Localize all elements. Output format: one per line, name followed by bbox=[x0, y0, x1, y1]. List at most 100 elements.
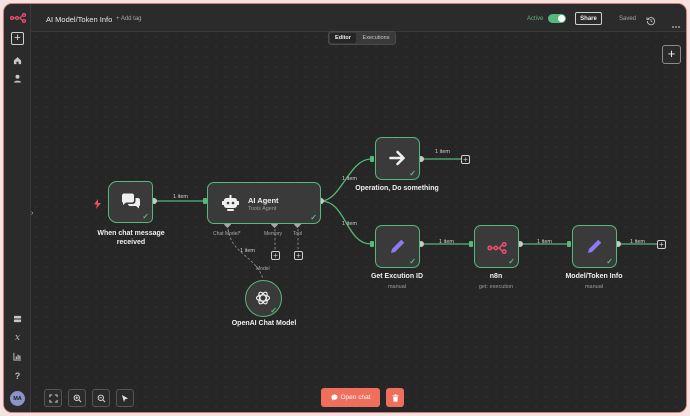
node-model-token-subtitle: manual bbox=[584, 284, 604, 290]
help-icon[interactable]: ? bbox=[14, 370, 21, 381]
active-label: Active bbox=[527, 16, 544, 22]
port-label-tool: Tool bbox=[293, 231, 303, 237]
workflow-canvas[interactable]: Editor Executions + bbox=[31, 31, 686, 412]
success-check-icon: ✓ bbox=[409, 169, 416, 178]
n8n-input-handle bbox=[469, 241, 473, 247]
node-chat-trigger-label-line2: received bbox=[116, 238, 146, 246]
success-check-icon: ✓ bbox=[142, 212, 149, 221]
node-chat-trigger[interactable]: ✓ bbox=[108, 181, 153, 223]
node-openai[interactable]: ✓ bbox=[245, 280, 282, 317]
memory-add-button[interactable]: + bbox=[271, 251, 280, 260]
node-n8n-subtitle: get: execution bbox=[478, 284, 514, 290]
expand-sidebar-icon[interactable]: › bbox=[31, 210, 34, 217]
tab-executions[interactable]: Executions bbox=[362, 35, 390, 41]
conn-label-operation-out: 1 item bbox=[435, 149, 450, 155]
conn-label-model-out: 1 item bbox=[630, 239, 645, 245]
tool-add-button[interactable]: + bbox=[294, 251, 303, 260]
saved-status: Saved bbox=[619, 16, 637, 22]
connection-openai-agent bbox=[227, 228, 264, 280]
success-check-icon: ✓ bbox=[606, 257, 613, 266]
node-model-token-label: Model/Token Info bbox=[565, 273, 623, 280]
node-operation-label: Operation, Do something bbox=[355, 185, 439, 192]
node-ai-agent-subtitle: Tools Agent bbox=[248, 206, 277, 212]
node-get-execution-label: Get Excution ID bbox=[370, 273, 424, 280]
conn-label-n8n-model: 1 item bbox=[537, 239, 552, 245]
view-tabs: Editor Executions bbox=[328, 31, 396, 45]
node-get-execution-subtitle: manual bbox=[387, 284, 407, 290]
node-n8n[interactable]: ✓ bbox=[474, 225, 519, 268]
connection-agent-operation bbox=[320, 158, 372, 202]
delete-button[interactable] bbox=[386, 388, 404, 407]
chat-icon bbox=[330, 394, 338, 401]
plus-icon: + bbox=[11, 32, 24, 45]
insights-icon[interactable] bbox=[9, 348, 26, 365]
node-get-execution[interactable]: ✓ bbox=[375, 225, 420, 268]
model-input-handle bbox=[567, 241, 571, 247]
model-add-next-button[interactable]: + bbox=[657, 240, 666, 249]
zoom-in-icon bbox=[73, 394, 81, 402]
conn-label-agent-operation: 1 item bbox=[342, 176, 357, 182]
open-chat-button[interactable]: Open chat bbox=[321, 388, 380, 407]
top-bar: AI Model/Token Info + Add tag Active Sha… bbox=[31, 4, 686, 32]
connection-agent-getexec bbox=[320, 200, 372, 245]
n8n-logo-icon[interactable] bbox=[9, 9, 26, 26]
fit-view-icon bbox=[48, 393, 58, 403]
port-label-memory: Memory bbox=[264, 231, 283, 237]
workflow-title[interactable]: AI Model/Token Info bbox=[46, 15, 113, 24]
node-chat-trigger-label-line1: When chat message bbox=[97, 230, 165, 237]
operation-add-next-button[interactable]: + bbox=[461, 155, 470, 164]
getexec-input-handle bbox=[370, 241, 374, 247]
agent-input-handle bbox=[203, 198, 207, 204]
add-node-button[interactable]: + bbox=[662, 45, 681, 64]
home-icon[interactable] bbox=[9, 52, 26, 69]
zoom-out-icon bbox=[97, 394, 105, 402]
open-chat-label: Open chat bbox=[340, 394, 371, 401]
node-chat-trigger-label: When chat message received bbox=[97, 230, 164, 247]
app-window: + x ? MA AI Model/Token Info + Add tag A… bbox=[3, 3, 687, 413]
success-check-icon: ✓ bbox=[409, 257, 416, 266]
conn-label-getexec-n8n: 1 item bbox=[439, 239, 454, 245]
conn-label-trigger-agent: 1 item bbox=[173, 194, 188, 200]
port-label-chat-model: Chat Model* bbox=[213, 231, 241, 237]
trigger-bolt-icon bbox=[94, 196, 101, 209]
trash-icon bbox=[391, 393, 399, 402]
node-openai-label: OpenAI Chat Model bbox=[231, 320, 297, 327]
pencil-icon bbox=[586, 237, 604, 260]
fit-view-button[interactable] bbox=[44, 389, 62, 407]
zoom-in-button[interactable] bbox=[68, 389, 86, 407]
toggle-knob bbox=[558, 15, 565, 22]
zoom-out-button[interactable] bbox=[92, 389, 110, 407]
node-ai-agent-title: AI Agent bbox=[248, 196, 279, 205]
robot-icon bbox=[222, 195, 239, 216]
node-ai-agent[interactable]: AI Agent Tools Agent ✓ bbox=[207, 182, 321, 224]
arrow-right-icon bbox=[389, 150, 406, 171]
history-icon[interactable] bbox=[646, 13, 656, 26]
user-icon[interactable] bbox=[9, 70, 26, 87]
success-check-icon: ✓ bbox=[270, 306, 277, 315]
node-model-token[interactable]: ✓ bbox=[572, 225, 617, 268]
pencil-icon bbox=[389, 237, 407, 260]
share-button[interactable]: Share bbox=[575, 12, 602, 25]
active-toggle[interactable] bbox=[548, 14, 566, 23]
success-check-icon: ✓ bbox=[310, 213, 317, 222]
openai-logo-icon bbox=[255, 290, 271, 311]
sidebar: + x ? MA bbox=[4, 4, 31, 412]
n8n-logo-icon bbox=[487, 241, 507, 259]
variables-icon[interactable]: x bbox=[14, 332, 21, 343]
conn-label-agent-getexec: 1 item bbox=[342, 221, 357, 227]
avatar[interactable]: MA bbox=[10, 391, 25, 406]
cursor-mode-button[interactable] bbox=[116, 389, 134, 407]
templates-icon[interactable] bbox=[9, 310, 26, 327]
add-tag-button[interactable]: + Add tag bbox=[116, 16, 142, 22]
node-n8n-label: n8n bbox=[489, 273, 503, 280]
add-workflow-button[interactable]: + bbox=[9, 30, 26, 47]
openai-model-port-label: Model bbox=[256, 266, 270, 272]
more-options-icon[interactable] bbox=[671, 16, 681, 28]
chat-bubbles-icon bbox=[121, 193, 141, 215]
cursor-icon bbox=[121, 394, 129, 402]
conn-label-openai-agent: 1 item bbox=[240, 248, 255, 254]
success-check-icon: ✓ bbox=[508, 257, 515, 266]
operation-input-handle bbox=[370, 156, 374, 162]
tab-editor[interactable]: Editor bbox=[330, 33, 356, 43]
node-operation[interactable]: ✓ bbox=[375, 137, 420, 180]
